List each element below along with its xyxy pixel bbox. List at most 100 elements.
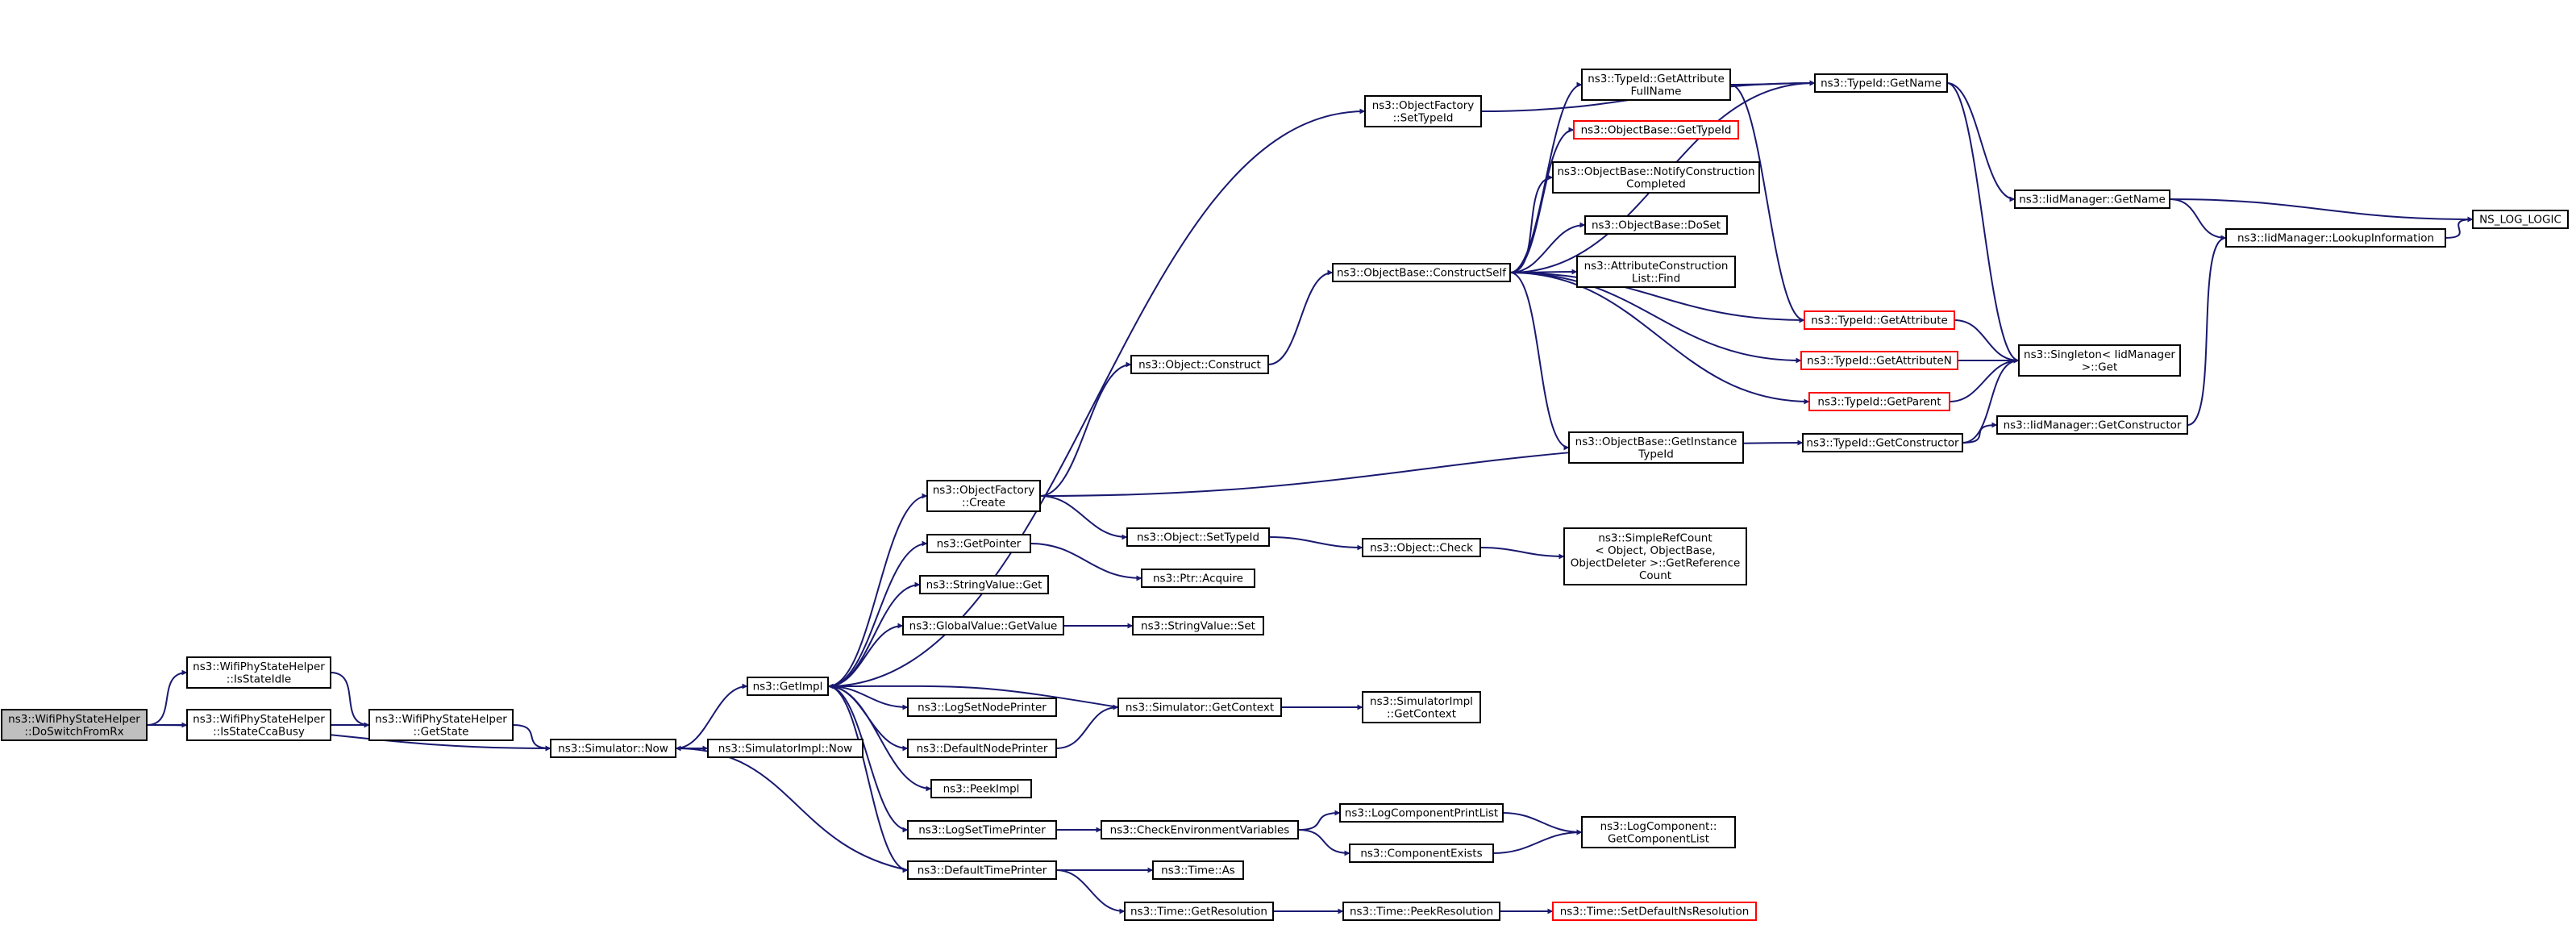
node-svGet[interactable]: ns3::StringValue::Get bbox=[919, 575, 1049, 594]
node-logCompGetList[interactable]: ns3::LogComponent::GetComponentList bbox=[1581, 816, 1736, 848]
node-box[interactable] bbox=[1117, 698, 1282, 717]
node-box[interactable] bbox=[1802, 433, 1963, 452]
node-box[interactable] bbox=[1573, 120, 1739, 140]
node-box[interactable] bbox=[1804, 310, 1955, 330]
node-box[interactable] bbox=[902, 616, 1064, 635]
node-tidGetAttributeN[interactable]: ns3::TypeId::GetAttributeN bbox=[1800, 351, 1958, 370]
node-gvGetValue[interactable]: ns3::GlobalValue::GetValue bbox=[902, 616, 1064, 635]
node-obConstructSelf[interactable]: ns3::ObjectBase::ConstructSelf bbox=[1332, 263, 1511, 282]
node-box[interactable] bbox=[1584, 215, 1728, 235]
node-box[interactable] bbox=[1152, 860, 1244, 880]
node-tidGetName[interactable]: ns3::TypeId::GetName bbox=[1814, 73, 1948, 93]
node-iidLookup[interactable]: ns3::IidManager::LookupInformation bbox=[2225, 228, 2446, 248]
node-box[interactable] bbox=[747, 677, 829, 696]
node-box[interactable] bbox=[707, 739, 864, 758]
node-box[interactable] bbox=[1332, 263, 1511, 282]
node-logCompPrintList[interactable]: ns3::LogComponentPrintList bbox=[1339, 803, 1504, 823]
node-box[interactable] bbox=[2018, 344, 2181, 377]
node-box[interactable] bbox=[1364, 95, 1482, 127]
node-isStateCcaBusy[interactable]: ns3::WifiPhyStateHelper::IsStateCcaBusy bbox=[186, 709, 331, 741]
node-singletonGet[interactable]: ns3::Singleton< IidManager >::Get bbox=[2018, 344, 2181, 377]
node-obGetTypeId[interactable]: ns3::ObjectBase::GetTypeId bbox=[1573, 120, 1739, 140]
node-box[interactable] bbox=[907, 739, 1057, 758]
node-simImplGetContext[interactable]: ns3::SimulatorImpl::GetContext bbox=[1362, 691, 1481, 723]
node-box[interactable] bbox=[1552, 161, 1760, 194]
node-srcGetRefCount[interactable]: ns3::SimpleRefCount< Object, ObjectBase,… bbox=[1563, 527, 1747, 585]
node-box[interactable] bbox=[1814, 73, 1948, 93]
node-box[interactable] bbox=[550, 739, 676, 758]
node-box[interactable] bbox=[919, 575, 1049, 594]
node-box[interactable] bbox=[368, 709, 514, 741]
node-box[interactable] bbox=[1339, 803, 1504, 823]
node-box[interactable] bbox=[1124, 902, 1274, 921]
node-tidGetParent[interactable]: ns3::TypeId::GetParent bbox=[1808, 392, 1950, 411]
node-timeAs[interactable]: ns3::Time::As bbox=[1152, 860, 1244, 880]
node-box[interactable] bbox=[1800, 351, 1958, 370]
node-box[interactable] bbox=[1342, 902, 1500, 921]
node-defaultNodePrinter[interactable]: ns3::DefaultNodePrinter bbox=[907, 739, 1057, 758]
node-iidGetConstructor[interactable]: ns3::IidManager::GetConstructor bbox=[1996, 415, 2188, 435]
node-box[interactable] bbox=[1362, 538, 1481, 557]
node-ptrAcquire[interactable]: ns3::Ptr::Acquire bbox=[1141, 569, 1255, 588]
node-box[interactable] bbox=[2014, 190, 2170, 209]
node-checkEnv[interactable]: ns3::CheckEnvironmentVariables bbox=[1101, 820, 1299, 839]
node-box[interactable] bbox=[926, 480, 1041, 512]
node-box[interactable] bbox=[907, 698, 1057, 717]
node-box[interactable] bbox=[1808, 392, 1950, 411]
node-simNow[interactable]: ns3::Simulator::Now bbox=[550, 739, 676, 758]
node-getImpl[interactable]: ns3::GetImpl bbox=[747, 677, 829, 696]
node-objConstruct[interactable]: ns3::Object::Construct bbox=[1130, 355, 1269, 374]
node-simGetContext[interactable]: ns3::Simulator::GetContext bbox=[1117, 698, 1282, 717]
node-box[interactable] bbox=[1563, 527, 1747, 585]
node-box[interactable] bbox=[1349, 844, 1494, 863]
node-box[interactable] bbox=[1576, 256, 1736, 288]
node-box[interactable] bbox=[1130, 355, 1269, 374]
node-getState[interactable]: ns3::WifiPhyStateHelper::GetState bbox=[368, 709, 514, 741]
node-tidGetConstructor[interactable]: ns3::TypeId::GetConstructor bbox=[1802, 433, 1963, 452]
node-obDoSet[interactable]: ns3::ObjectBase::DoSet bbox=[1584, 215, 1728, 235]
node-box[interactable] bbox=[1126, 527, 1270, 547]
node-box[interactable] bbox=[2225, 228, 2446, 248]
node-getPointer[interactable]: ns3::GetPointer bbox=[926, 534, 1031, 553]
node-box[interactable] bbox=[1141, 569, 1255, 588]
node-timeSetDefaultNs[interactable]: ns3::Time::SetDefaultNsResolution bbox=[1552, 902, 1757, 921]
node-box[interactable] bbox=[1101, 820, 1299, 839]
node-box[interactable] bbox=[930, 779, 1032, 798]
node-peekImpl[interactable]: ns3::PeekImpl bbox=[930, 779, 1032, 798]
node-box[interactable] bbox=[907, 820, 1057, 839]
node-nsLogLogic[interactable]: NS_LOG_LOGIC bbox=[2472, 210, 2569, 229]
node-box[interactable] bbox=[186, 656, 331, 689]
node-box[interactable] bbox=[907, 860, 1057, 880]
node-box[interactable] bbox=[1568, 431, 1744, 464]
node-box[interactable] bbox=[1581, 69, 1731, 101]
node-compExists[interactable]: ns3::ComponentExists bbox=[1349, 844, 1494, 863]
node-objCheck[interactable]: ns3::Object::Check bbox=[1362, 538, 1481, 557]
node-box[interactable] bbox=[1132, 616, 1264, 635]
node-obNotify[interactable]: ns3::ObjectBase::NotifyConstructionCompl… bbox=[1552, 161, 1760, 194]
node-box[interactable] bbox=[1552, 902, 1757, 921]
node-ofCreate[interactable]: ns3::ObjectFactory::Create bbox=[926, 480, 1041, 512]
node-isStateIdle[interactable]: ns3::WifiPhyStateHelper::IsStateIdle bbox=[186, 656, 331, 689]
node-box[interactable] bbox=[1362, 691, 1481, 723]
node-defaultTimePrinter[interactable]: ns3::DefaultTimePrinter bbox=[907, 860, 1057, 880]
node-box[interactable] bbox=[1996, 415, 2188, 435]
node-root[interactable]: ns3::WifiPhyStateHelper::DoSwitchFromRx bbox=[1, 709, 148, 741]
node-timeGetRes[interactable]: ns3::Time::GetResolution bbox=[1124, 902, 1274, 921]
node-tidGetAttribute[interactable]: ns3::TypeId::GetAttribute bbox=[1804, 310, 1955, 330]
node-box[interactable] bbox=[2472, 210, 2569, 229]
node-objSetTypeId[interactable]: ns3::Object::SetTypeId bbox=[1126, 527, 1270, 547]
node-box[interactable] bbox=[1581, 816, 1736, 848]
node-box[interactable] bbox=[186, 709, 331, 741]
node-svSet[interactable]: ns3::StringValue::Set bbox=[1132, 616, 1264, 635]
node-box[interactable] bbox=[926, 534, 1031, 553]
node-ofSetTypeId[interactable]: ns3::ObjectFactory::SetTypeId bbox=[1364, 95, 1482, 127]
node-iidGetName[interactable]: ns3::IidManager::GetName bbox=[2014, 190, 2170, 209]
node-timePeekRes[interactable]: ns3::Time::PeekResolution bbox=[1342, 902, 1500, 921]
node-logSetNodePrinter[interactable]: ns3::LogSetNodePrinter bbox=[907, 698, 1057, 717]
node-logSetTimePrinter[interactable]: ns3::LogSetTimePrinter bbox=[907, 820, 1057, 839]
node-simImplNow[interactable]: ns3::SimulatorImpl::Now bbox=[707, 739, 864, 758]
node-box[interactable] bbox=[1, 709, 148, 741]
